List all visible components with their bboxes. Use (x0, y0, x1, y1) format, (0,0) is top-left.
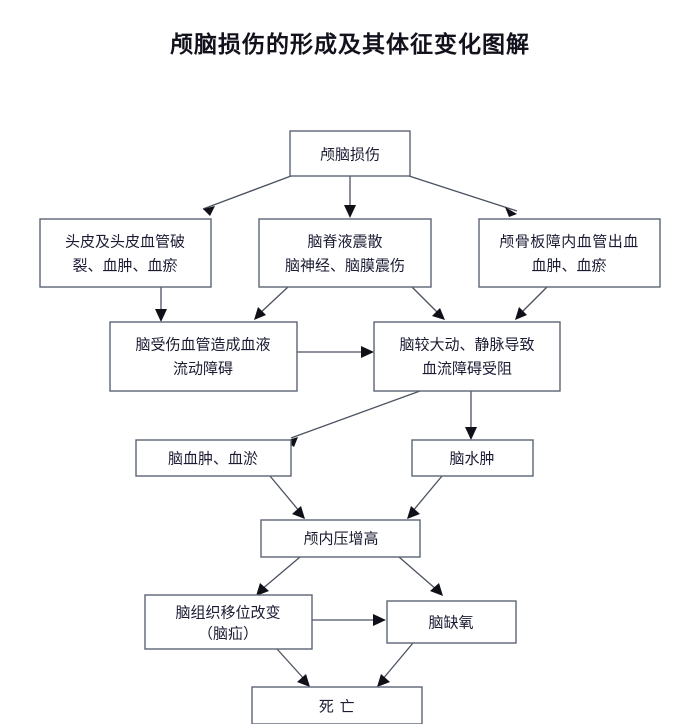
edge-n10-n12 (276, 648, 310, 687)
node-n7-label: 脑血肿、血淤 (168, 450, 258, 468)
node-n8-cerebral-edema[interactable]: 脑水肿 (411, 439, 534, 477)
node-n5-injured-vessel-flow-disorder[interactable]: 脑受伤血管造成血液 流动障碍 (109, 321, 298, 392)
node-n5-label-line1: 脑受伤血管造成血液 (135, 336, 270, 354)
node-n11-label: 脑缺氧 (428, 614, 473, 632)
edge-n6-n7 (285, 390, 421, 447)
edge-n9-n10 (256, 556, 301, 596)
node-n4-diploic-vessel-bleed[interactable]: 颅骨板障内血管出血 血肿、血瘀 (478, 218, 661, 288)
edge-n11-n12 (377, 642, 414, 687)
node-n11-cerebral-hypoxia[interactable]: 脑缺氧 (386, 600, 517, 644)
node-n8-label: 脑水肿 (449, 450, 494, 468)
edge-layer (155, 175, 548, 687)
edge-n7-n9 (269, 475, 305, 519)
node-n10-brain-herniation[interactable]: 脑组织移位改变 （脑疝） (144, 594, 313, 650)
edge-n9-n11 (398, 556, 443, 596)
node-n3-csf-concussion[interactable]: 脑脊液震散 脑神经、脑膜震伤 (258, 218, 432, 288)
page-title: 颅脑损伤的形成及其体征变化图解 (170, 31, 530, 58)
edge-n3-n6 (411, 286, 445, 320)
node-n2-scalp-vessel-rupture[interactable]: 头皮及头皮血管破 裂、血肿、血瘀 (39, 218, 212, 288)
node-n2-label-line2: 裂、血肿、血瘀 (72, 257, 177, 275)
edge-n2-n5 (155, 287, 167, 322)
node-n1-head-injury[interactable]: 颅脑损伤 (289, 130, 411, 177)
edge-n1-n4 (408, 175, 518, 217)
edge-n3-n5 (254, 286, 289, 320)
node-n3-label-line2: 脑神经、脑膜震伤 (285, 257, 405, 275)
node-n2-label-line1: 头皮及头皮血管破 (65, 233, 185, 251)
node-n12-death[interactable]: 死 亡 (251, 686, 423, 724)
edge-n8-n9 (407, 475, 443, 519)
edge-n5-n6 (297, 346, 374, 358)
node-n3-label-line1: 脑脊液震散 (307, 233, 382, 251)
node-n6-major-vessel-flow-obstruction[interactable]: 脑较大动、静脉导致 血流障碍受阻 (373, 321, 561, 392)
edge-n6-n8 (465, 391, 477, 440)
node-n9-label: 颅内压增高 (303, 530, 378, 548)
edge-n1-n3 (344, 176, 356, 218)
node-n10-label-line1: 脑组织移位改变 (175, 604, 280, 622)
node-n9-increased-icp[interactable]: 颅内压增高 (260, 519, 421, 558)
node-n4-label-line2: 血肿、血瘀 (531, 257, 606, 275)
node-n6-label-line2: 血流障碍受阻 (422, 360, 512, 378)
node-n4-label-line1: 颅骨板障内血管出血 (499, 233, 639, 251)
node-n10-label-line2: （脑疝） (198, 625, 258, 643)
edge-n10-n11 (312, 614, 386, 626)
edge-n1-n2 (202, 175, 292, 216)
node-n7-cerebral-hematoma[interactable]: 脑血肿、血淤 (135, 439, 292, 477)
node-n5-label-line2: 流动障碍 (173, 360, 233, 378)
node-n1-label: 颅脑损伤 (320, 146, 380, 164)
node-n12-label: 死 亡 (319, 698, 355, 716)
node-n6-label-line1: 脑较大动、静脉导致 (399, 336, 534, 354)
edge-n4-n6 (515, 286, 548, 320)
